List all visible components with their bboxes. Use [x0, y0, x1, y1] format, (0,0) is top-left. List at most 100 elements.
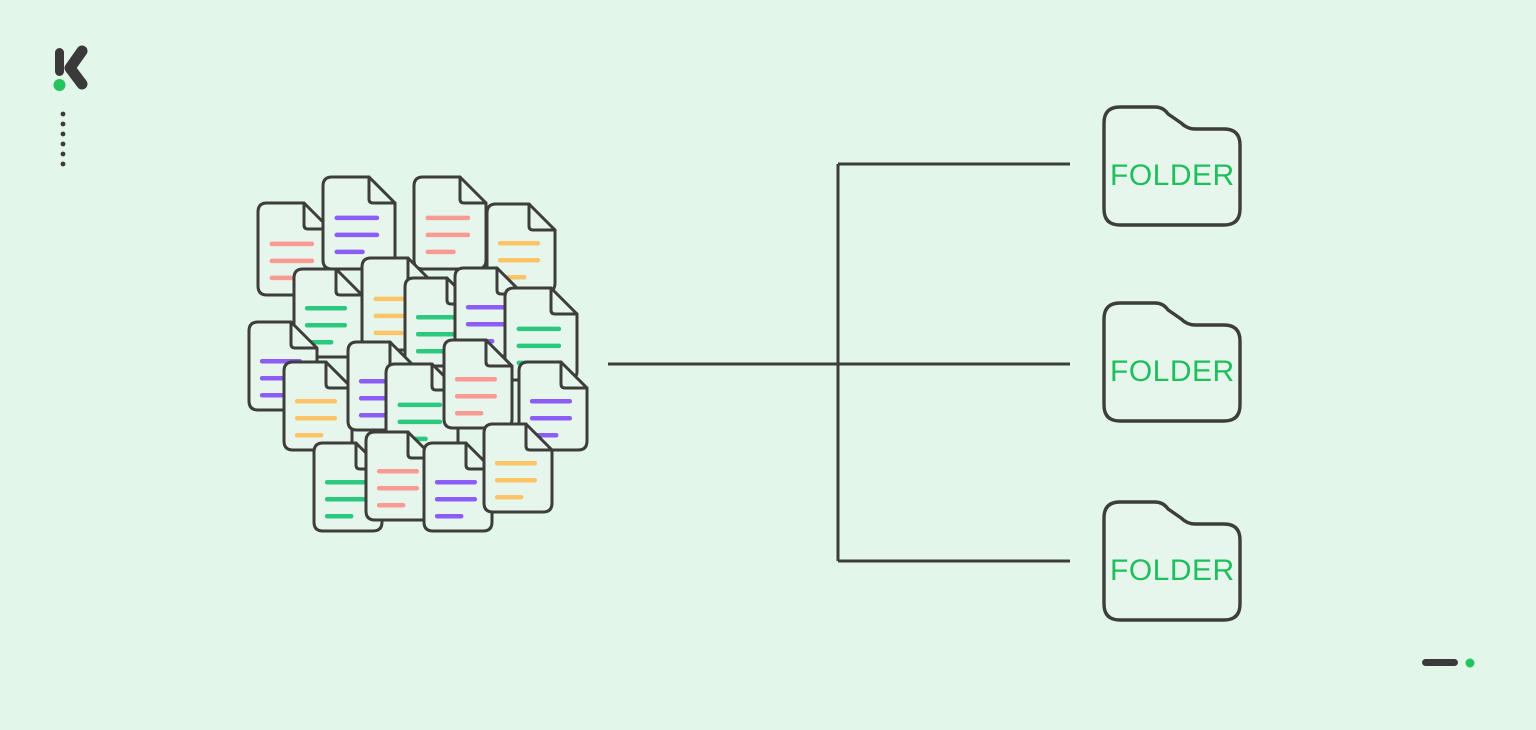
document-text-line [269, 275, 300, 281]
document-fold [527, 202, 557, 232]
document-text-line [465, 304, 509, 310]
dot-4 [60, 141, 66, 147]
document-text-line [324, 513, 354, 519]
document-icon [422, 441, 494, 533]
document-text-line [454, 376, 498, 382]
document-icon [364, 430, 436, 522]
document-text-line [304, 322, 348, 328]
document-text-line [324, 496, 368, 502]
document-fold [367, 175, 397, 205]
document-text-line [294, 415, 338, 421]
document-text-line [529, 398, 573, 404]
document-text-line [259, 392, 289, 398]
document-text-line [494, 477, 538, 483]
document-text-line [415, 331, 459, 337]
vertical-dotted-line [60, 111, 66, 167]
tree-connector [608, 162, 1070, 563]
document-text-line [425, 232, 471, 238]
folder-label: FOLDER [1110, 355, 1235, 388]
document-text-line [269, 241, 315, 247]
document-text-line [434, 513, 464, 519]
dash-dot-mark [1422, 658, 1475, 668]
document-text-line [494, 494, 524, 500]
dot-5 [60, 151, 66, 157]
document-icon [442, 338, 514, 430]
folder-group: FOLDER FOLDER FOLDER [1102, 105, 1242, 622]
logo-chevron-icon [64, 45, 88, 90]
document-icon [412, 175, 488, 271]
document-fold [445, 276, 475, 306]
document-text-line [373, 330, 404, 336]
folder-label: FOLDER [1110, 159, 1235, 192]
document-text-line [415, 314, 459, 320]
document-text-line [454, 410, 484, 416]
document-text-line [376, 502, 406, 508]
document-text-line [516, 326, 562, 332]
document-text-line [497, 240, 541, 246]
document-text-line [497, 257, 541, 263]
document-text-line [516, 343, 562, 349]
document-text-line [415, 348, 445, 354]
document-fold [406, 430, 436, 460]
document-text-line [334, 232, 380, 238]
folder-body [1102, 500, 1242, 622]
folder-label: FOLDER [1110, 554, 1235, 587]
document-text-line [294, 432, 324, 438]
document-cluster [247, 175, 589, 533]
kdan-k-logo[interactable] [53, 45, 88, 91]
folder-body [1102, 301, 1242, 423]
document-fold [458, 175, 488, 205]
document-body [422, 441, 494, 533]
document-text-line [334, 249, 365, 255]
document-text-line [269, 258, 315, 264]
document-icon [485, 202, 557, 294]
logo-bar [55, 48, 64, 76]
dot-6 [60, 161, 66, 167]
document-text-line [304, 305, 348, 311]
document-fold [354, 441, 384, 471]
document-fold [484, 338, 514, 368]
folder-icon[interactable]: FOLDER [1102, 301, 1242, 423]
document-fold [524, 422, 554, 452]
document-text-line [358, 412, 388, 418]
dot-1 [60, 111, 66, 117]
folder-icon[interactable]: FOLDER [1102, 105, 1242, 227]
document-text-line [397, 419, 443, 425]
dash-mark [1422, 659, 1458, 666]
dot-2 [60, 121, 66, 127]
document-text-line [425, 215, 471, 221]
folder-body [1102, 105, 1242, 227]
document-text-line [454, 393, 498, 399]
document-text-line [465, 321, 509, 327]
document-text-line [434, 479, 478, 485]
document-body [412, 175, 488, 271]
document-text-line [294, 398, 338, 404]
document-fold [495, 266, 525, 296]
document-text-line [529, 415, 573, 421]
dot-3 [60, 131, 66, 137]
document-text-line [376, 468, 420, 474]
document-body [321, 175, 397, 271]
logo-dot-icon [53, 79, 66, 91]
folder-icon[interactable]: FOLDER [1102, 500, 1242, 622]
document-icon [321, 175, 397, 271]
document-fold [289, 320, 319, 350]
document-fold [559, 360, 589, 390]
document-text-line [494, 460, 538, 466]
document-text-line [324, 479, 368, 485]
dot-mark [1465, 658, 1475, 668]
document-text-line [334, 215, 380, 221]
document-text-line [425, 249, 456, 255]
document-text-line [397, 402, 443, 408]
document-fold [464, 441, 494, 471]
document-icon [482, 422, 554, 514]
document-text-line [434, 496, 478, 502]
document-fold [430, 362, 460, 392]
document-fold [324, 360, 354, 390]
document-fold [302, 201, 332, 231]
document-body [482, 422, 554, 514]
document-fold [334, 267, 364, 297]
document-text-line [376, 485, 420, 491]
